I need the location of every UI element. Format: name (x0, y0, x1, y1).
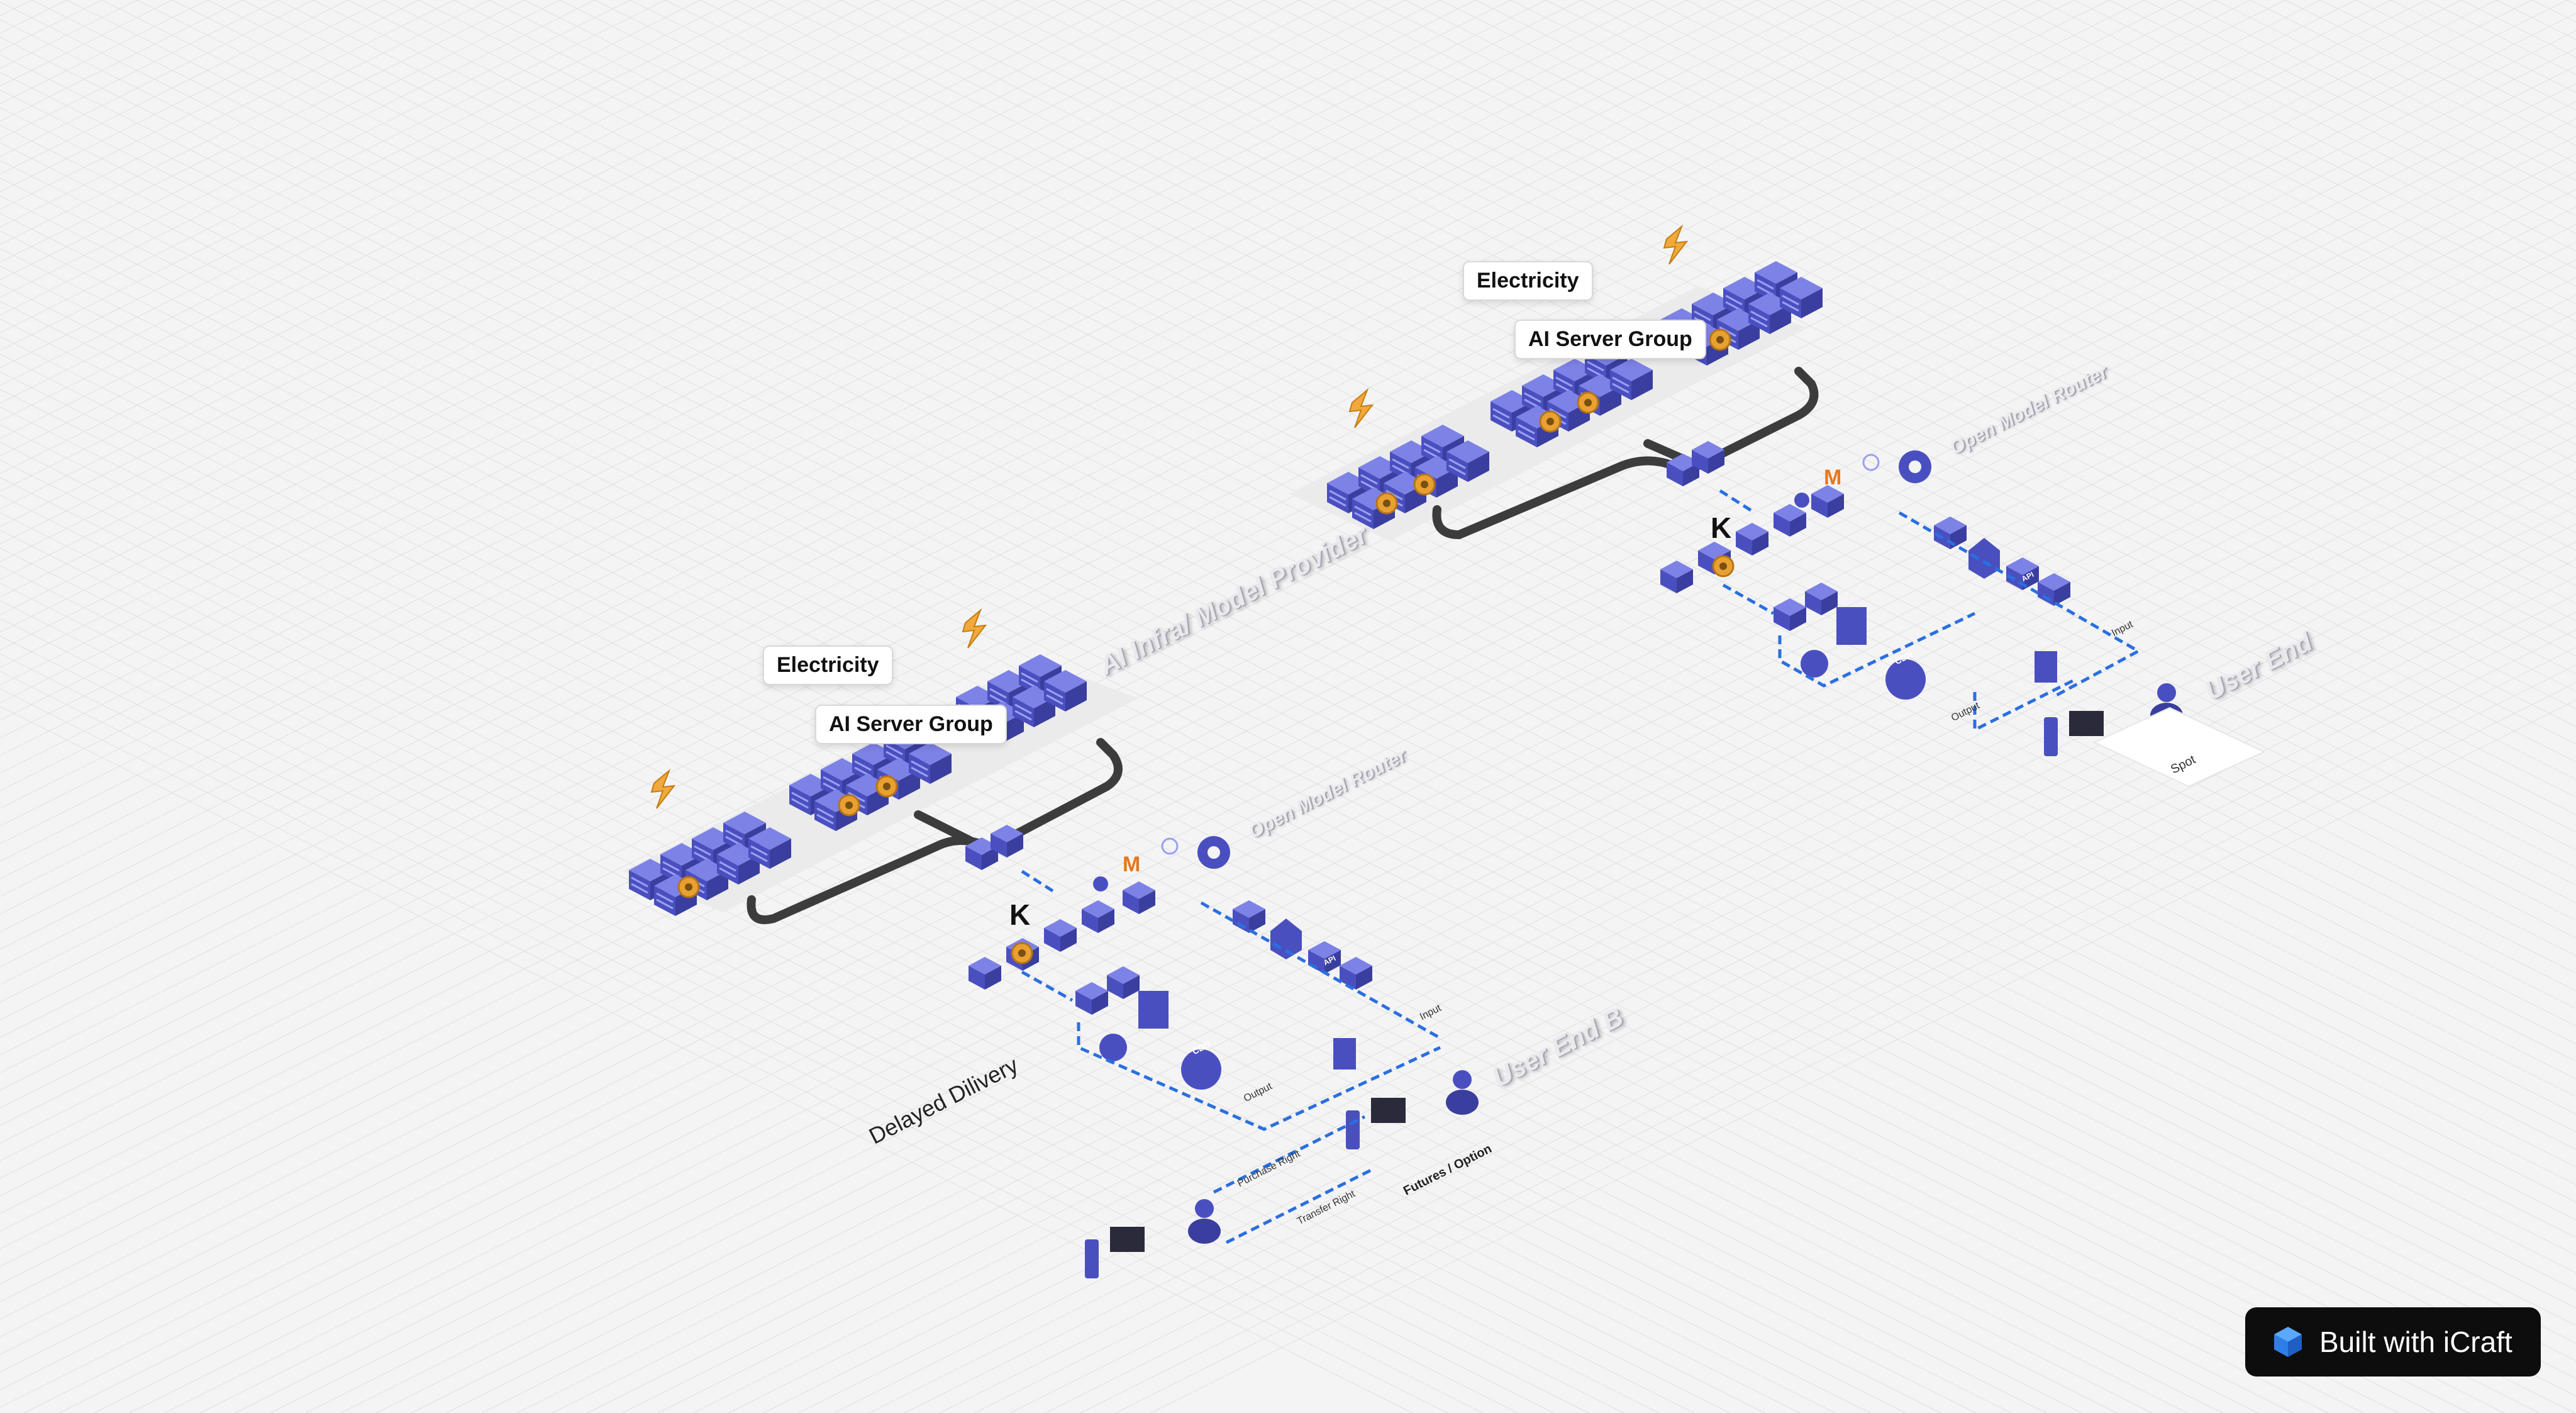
sparkle-icon (1862, 454, 1880, 471)
server-group-label-right: AI Server Group (1514, 320, 1706, 359)
shield-icon (1968, 538, 2000, 579)
router-section-right: K M (1660, 441, 2266, 788)
server-cluster-left (623, 610, 1138, 924)
phone-icon (1346, 1110, 1360, 1149)
m-logo-icon: M (1123, 852, 1140, 876)
icraft-cube-icon (2274, 1327, 2302, 1357)
user-icon (1446, 1070, 1479, 1115)
message-icon (1801, 650, 1828, 678)
phone-icon (1085, 1239, 1099, 1278)
cloud-server-icon (1138, 991, 1169, 1029)
atom-icon (1794, 493, 1809, 508)
laptop-icon (2069, 711, 2104, 736)
m-logo-icon: M (1824, 466, 1841, 489)
user-icon (1188, 1199, 1221, 1244)
router-section-left: K M (965, 825, 1479, 1278)
laptop-icon (1371, 1098, 1406, 1123)
phone-icon (2044, 717, 2058, 756)
built-with-icraft-badge[interactable]: Built with iCraft (2245, 1307, 2541, 1377)
electricity-label-right: Electricity (1463, 261, 1593, 301)
laptop-icon (1110, 1227, 1145, 1252)
sparkle-icon (1161, 837, 1179, 855)
message-icon (1099, 1034, 1127, 1061)
k-logo-icon: K (1711, 511, 1731, 544)
server-group-label-left: AI Server Group (815, 705, 1007, 744)
electricity-bolt-icon (1663, 226, 1687, 265)
calculator-icon (1333, 1038, 1356, 1070)
cloud-server-icon (1836, 607, 1867, 645)
k-logo-icon: K (1009, 898, 1030, 931)
calculator-icon (2035, 651, 2057, 683)
shield-icon (1270, 919, 1302, 959)
electricity-bolt-icon (651, 770, 675, 809)
badge-text: Built with iCraft (2319, 1326, 2512, 1358)
electricity-bolt-icon (1349, 389, 1373, 428)
electricity-label-left: Electricity (763, 645, 893, 685)
globe-icon (1885, 659, 1926, 700)
atom-icon (1093, 876, 1108, 891)
electricity-bolt-icon (962, 610, 986, 649)
globe-icon (1181, 1049, 1221, 1090)
